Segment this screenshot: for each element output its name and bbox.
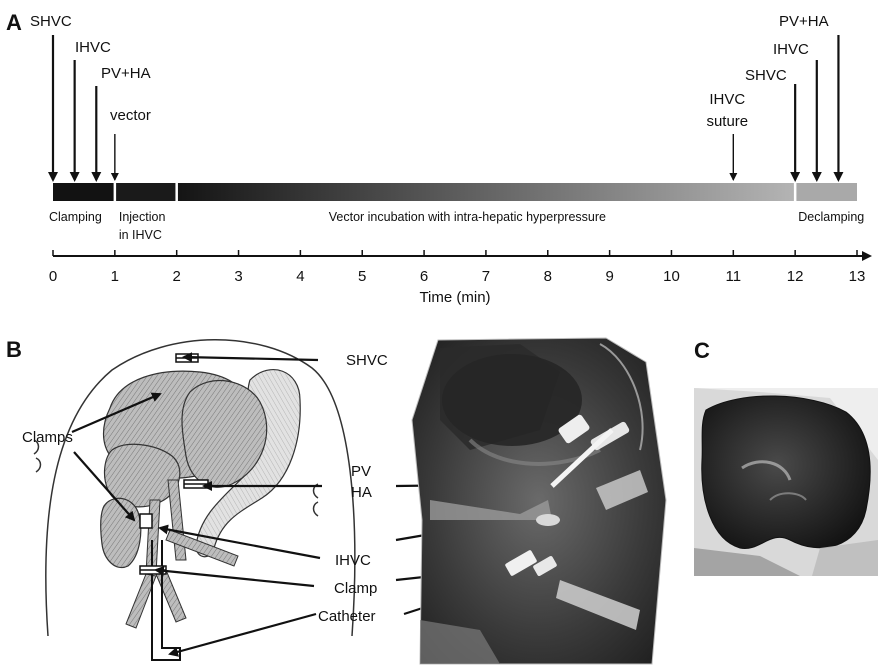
phase-bar-injection <box>115 183 177 201</box>
axis-tick-label: 4 <box>296 268 304 285</box>
panel-letter-b: B <box>6 337 22 362</box>
event-label-2: PV+HA <box>101 65 151 82</box>
axis-tick-label: 9 <box>605 268 613 285</box>
phase-label-injection: Injection <box>119 210 166 224</box>
axis-tick-label: 13 <box>849 268 866 285</box>
panel-letter-c: C <box>694 338 710 363</box>
axis-tick-label: 12 <box>787 268 804 285</box>
panel-letter-a: A <box>6 10 22 35</box>
liver-lobe-lower <box>105 444 180 507</box>
liver-photo <box>694 388 878 576</box>
label-ihvc: IHVC <box>335 552 371 569</box>
event-label-suture-2: suture <box>706 113 748 130</box>
event-label-0: SHVC <box>30 13 72 30</box>
event-label-1: IHVC <box>75 39 111 56</box>
liver-schematic <box>34 340 355 660</box>
timeline: Clamping Injection in IHVC Vector incubatio… <box>30 13 870 306</box>
phase-label-injection-2: in IHVC <box>119 228 162 242</box>
axis-tick-label: 1 <box>111 268 119 285</box>
axis-tick-label: 3 <box>234 268 242 285</box>
axis-tick-label: 2 <box>173 268 181 285</box>
axis-tick-label: 8 <box>544 268 552 285</box>
event-label-right-1: IHVC <box>773 41 809 58</box>
phase-label-clamping: Clamping <box>49 210 102 224</box>
label-catheter: Catheter <box>318 608 376 625</box>
label-pv: PV <box>351 463 371 480</box>
axis-tick-label: 6 <box>420 268 428 285</box>
right-rib-marks <box>314 484 319 516</box>
right-iliac <box>156 570 186 622</box>
event-label-right-2: PV+HA <box>779 13 829 30</box>
event-label-suture-1: IHVC <box>709 91 745 108</box>
axis-tick-label: 7 <box>482 268 490 285</box>
phase-bar-declamping <box>795 183 857 201</box>
axis-tick-label: 0 <box>49 268 57 285</box>
label-ha: HA <box>351 484 372 501</box>
axis-tick-label: 5 <box>358 268 366 285</box>
phase-label-incubation: Vector incubation with intra-hepatic hyp… <box>329 210 606 224</box>
portal-vein <box>168 480 186 560</box>
label-clamps: Clamps <box>22 429 73 446</box>
liver-lobe-caudate <box>101 498 141 567</box>
phase-label-declamping: Declamping <box>798 210 864 224</box>
phase-bar-clamping <box>53 183 115 201</box>
label-clamp: Clamp <box>334 580 377 597</box>
axis-tick-label: 10 <box>663 268 680 285</box>
event-label-3: vector <box>110 107 151 124</box>
phase-bar-incubation <box>177 183 795 201</box>
clamp-side <box>140 514 152 528</box>
axis-title: Time (min) <box>419 289 490 306</box>
label-shvc: SHVC <box>346 352 388 369</box>
surgical-photo <box>412 338 666 664</box>
axis-tick-label: 11 <box>726 268 742 285</box>
event-label-right-0: SHVC <box>745 67 787 84</box>
